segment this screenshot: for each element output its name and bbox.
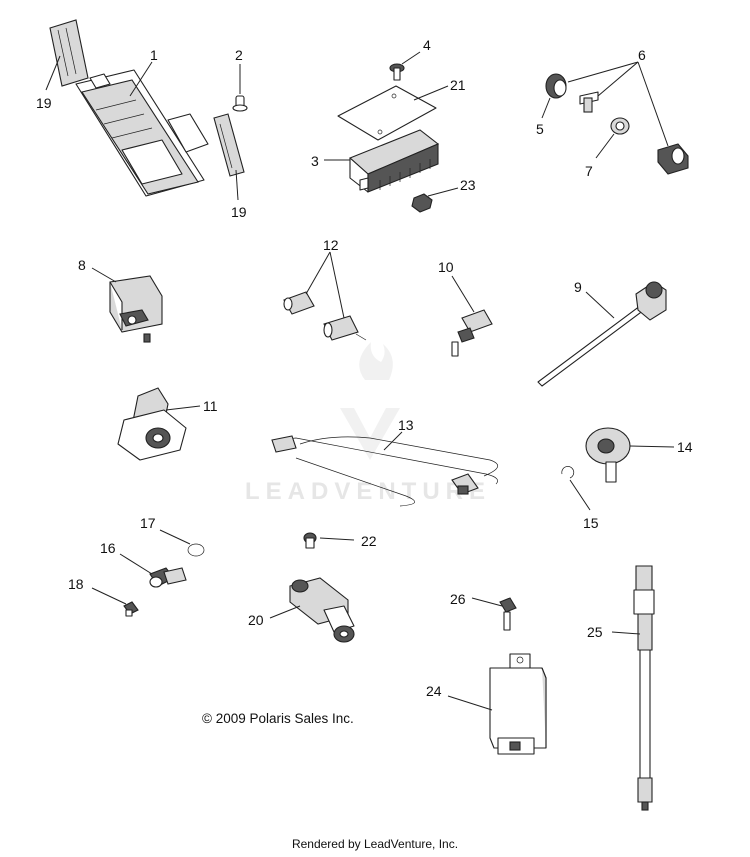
part-3-module <box>348 129 440 193</box>
callout-5: 5 <box>536 121 544 137</box>
part-20-iac-valve <box>289 577 355 643</box>
callout-10: 10 <box>438 259 454 275</box>
part-10-temp-sensor <box>451 309 493 357</box>
callout-1: 1 <box>150 47 158 63</box>
callout-9: 9 <box>574 279 582 295</box>
callout-2: 2 <box>235 47 243 63</box>
callout-19-bottom: 19 <box>231 204 247 220</box>
part-9-o2-sensor <box>537 281 667 387</box>
callout-11: 11 <box>203 398 218 414</box>
callout-6: 6 <box>638 47 646 63</box>
watermark: LEADVENTURE <box>245 478 492 505</box>
part-6-sensor-kit <box>545 73 689 175</box>
part-16-speed-sensor <box>149 567 187 588</box>
callout-19-top: 19 <box>36 95 52 111</box>
callout-22: 22 <box>361 533 377 549</box>
part-25-cable-sensor <box>633 565 655 811</box>
part-18-bolt <box>123 601 139 617</box>
part-19-bracket-bottom <box>213 113 245 177</box>
watermark-logo <box>340 342 400 460</box>
callout-14: 14 <box>677 439 693 455</box>
callout-16: 16 <box>100 540 116 556</box>
part-13-harness <box>271 435 498 507</box>
part-15-clip <box>561 466 575 479</box>
footer-rendered-by: Rendered by LeadVenture, Inc. <box>291 837 459 851</box>
callout-24: 24 <box>426 683 442 699</box>
part-1-ecu <box>75 69 209 197</box>
callout-20: 20 <box>248 612 264 628</box>
callout-13: 13 <box>398 417 414 433</box>
callout-8: 8 <box>78 257 86 273</box>
part-7-washer <box>610 117 630 135</box>
part-12-fuses <box>283 291 367 341</box>
part-2-bolt <box>232 95 248 112</box>
part-22-screw <box>303 532 317 549</box>
copyright-text: © 2009 Polaris Sales Inc. <box>202 711 354 726</box>
callout-4: 4 <box>423 37 431 53</box>
callout-23: 23 <box>460 177 476 193</box>
part-19-bracket-top <box>49 19 89 87</box>
callout-7: 7 <box>585 163 593 179</box>
callout-25: 25 <box>587 624 603 640</box>
part-24-relay <box>489 653 547 755</box>
callout-26: 26 <box>450 591 466 607</box>
part-21-cover-plate <box>337 85 437 141</box>
part-14-knock-sensor <box>585 427 631 483</box>
part-23-nut <box>411 193 433 213</box>
part-4-screw <box>389 63 405 81</box>
part-17-o-ring <box>187 543 205 557</box>
part-11-tps <box>117 387 187 461</box>
callout-18: 18 <box>68 576 84 592</box>
part-8-map-sensor <box>109 275 163 343</box>
callout-3: 3 <box>311 153 319 169</box>
callout-21: 21 <box>450 77 466 93</box>
callout-12: 12 <box>323 237 339 253</box>
callout-17: 17 <box>140 515 156 531</box>
part-26-bolt <box>499 597 517 631</box>
callout-15: 15 <box>583 515 599 531</box>
